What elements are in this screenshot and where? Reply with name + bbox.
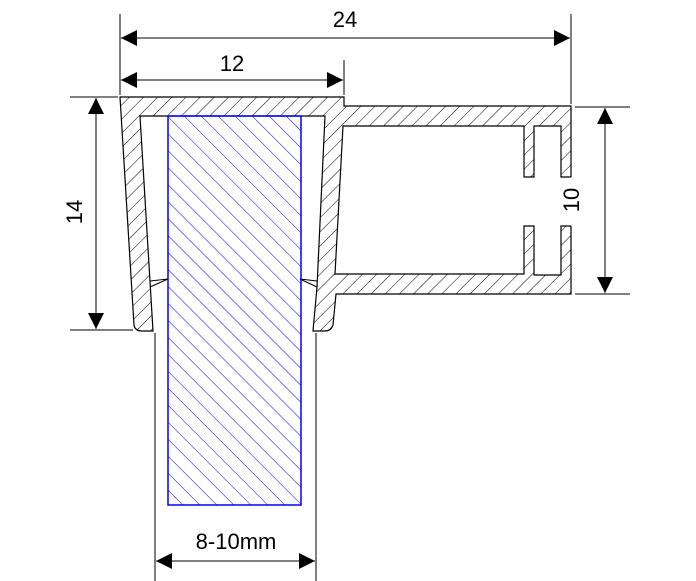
dimension-label-glass: 8-10mm <box>196 529 277 554</box>
gasket-lip-right <box>299 278 318 288</box>
cavity-outline-top <box>334 125 571 276</box>
dimension-label-14: 14 <box>62 200 87 224</box>
gasket-lip-left <box>149 278 169 288</box>
dimension-14: 14 <box>62 96 133 331</box>
dimension-label-12: 12 <box>220 51 244 76</box>
dimension-24: 24 <box>119 7 572 104</box>
dimension-label-24: 24 <box>333 7 357 32</box>
aluminium-profile <box>119 96 575 332</box>
dimension-10: 10 <box>559 106 630 295</box>
dimension-glass-thickness: 8-10mm <box>154 333 317 581</box>
dimension-label-10: 10 <box>559 188 584 212</box>
glass-panel <box>167 115 302 506</box>
dimension-12: 12 <box>121 51 345 95</box>
profile-cavity <box>335 126 575 275</box>
